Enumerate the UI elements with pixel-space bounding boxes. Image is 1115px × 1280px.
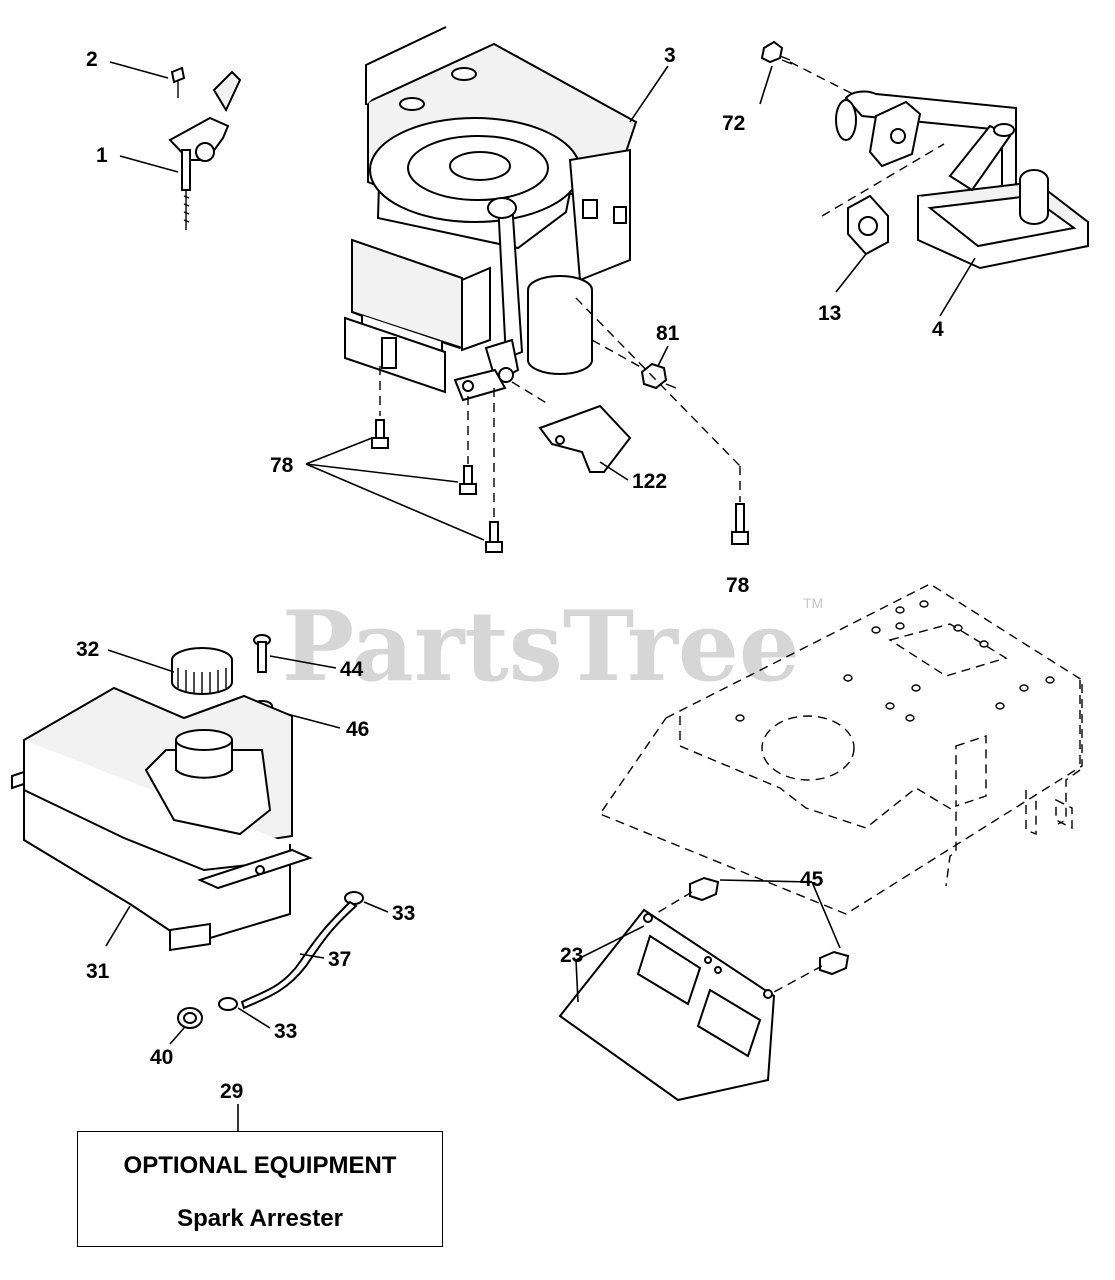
leader-45-2	[811, 881, 841, 949]
part-label-1: 1	[96, 144, 108, 167]
bolt-72-drawing	[760, 40, 793, 65]
part-label-31: 31	[86, 960, 110, 983]
dash-81-nut	[591, 339, 647, 371]
muffler-drawing	[835, 90, 1089, 270]
gasket-13-drawing	[847, 194, 889, 256]
leader-72	[759, 65, 773, 105]
part-label-72: 72	[722, 112, 745, 135]
clamp-33-upper-drawing	[344, 891, 364, 905]
leader-78a-3	[305, 463, 485, 541]
optional-equipment-item: Spark Arrester	[177, 1205, 343, 1232]
leader-13	[835, 253, 867, 293]
part-label-81: 81	[656, 322, 680, 345]
grommet-40-drawing	[177, 1007, 203, 1029]
fuel-hose-37-drawing	[240, 900, 358, 1010]
part-label-37: 37	[328, 948, 351, 971]
leader-32	[107, 649, 175, 673]
part-label-33a: 33	[392, 902, 415, 925]
leader-78a-2	[305, 463, 459, 483]
leader-78a-1	[305, 437, 373, 465]
optional-equipment-box: OPTIONAL EQUIPMENT Spark Arrester	[77, 1131, 443, 1247]
leader-31	[105, 905, 131, 947]
part-label-45: 45	[800, 868, 824, 891]
frame-drawing	[598, 583, 1083, 915]
part-label-23: 23	[560, 944, 583, 967]
leader-23-2	[575, 959, 579, 1003]
bolts-78-drawing	[371, 297, 749, 553]
dash-72-manifold	[789, 61, 901, 119]
fuel-cap-32-drawing	[171, 647, 233, 695]
part-label-32: 32	[76, 638, 99, 661]
optional-equipment-title: OPTIONAL EQUIPMENT	[123, 1152, 397, 1179]
leader-45-1	[719, 879, 813, 883]
part-label-78a: 78	[270, 454, 294, 477]
dash-13-gasket	[821, 143, 945, 217]
watermark-trademark: TM	[803, 595, 823, 611]
part-label-33b: 33	[274, 1020, 297, 1043]
bolts-45-drawing	[651, 876, 850, 993]
part-label-29: 29	[220, 1080, 243, 1103]
part-label-4: 4	[932, 318, 944, 341]
throttle-control-drawing	[168, 66, 242, 230]
part-label-3: 3	[664, 44, 676, 67]
screw-44-drawing	[253, 634, 271, 673]
leader-122	[599, 461, 629, 481]
part-label-40: 40	[150, 1046, 173, 1069]
part-label-2: 2	[86, 48, 98, 71]
leader-23-1	[575, 925, 645, 961]
part-label-122: 122	[632, 470, 667, 493]
bracket-plate-23-drawing	[558, 908, 776, 1102]
shield-122-drawing	[538, 404, 632, 473]
part-label-13: 13	[818, 302, 841, 325]
leader-40	[169, 1027, 185, 1045]
leader-37	[299, 953, 325, 959]
dash-122	[511, 381, 549, 405]
leader-44	[269, 655, 337, 669]
leader-33a	[363, 901, 389, 913]
part-label-78b: 78	[726, 574, 750, 597]
watermark-text: PartsTree	[282, 590, 800, 703]
nut-81-drawing	[640, 362, 677, 390]
leader-33b	[237, 1007, 271, 1029]
leader-3	[629, 65, 669, 123]
engine-drawing	[344, 26, 638, 402]
fuel-tank-31-drawing	[11, 686, 313, 952]
leader-2	[109, 61, 169, 79]
leader-4	[939, 257, 976, 317]
leader-1	[119, 155, 179, 173]
part-label-46: 46	[346, 718, 369, 741]
part-label-44: 44	[340, 658, 364, 681]
leader-81	[657, 345, 669, 367]
clamp-33-lower-drawing	[218, 997, 238, 1011]
